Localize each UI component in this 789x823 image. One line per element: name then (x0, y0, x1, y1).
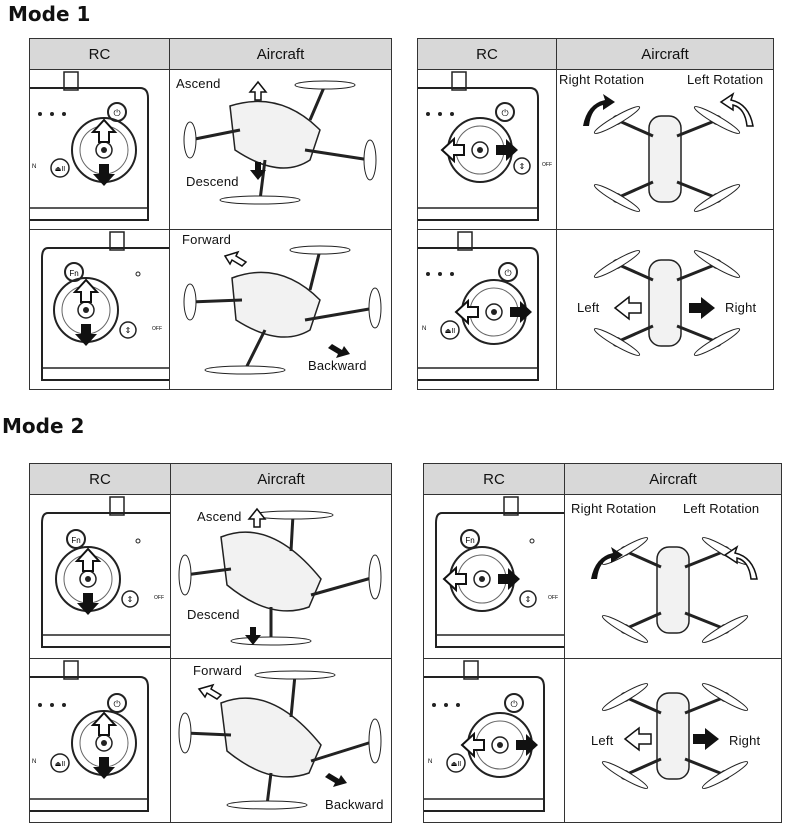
svg-text:⏏II: ⏏II (445, 328, 456, 335)
remote-controller-illustration: Fn ⇕ OFF (31, 231, 169, 389)
remote-controller-illustration: ⏻ ⏏II N (30, 71, 169, 229)
rc-column-header: RC (423, 463, 565, 495)
off-text: OFF (152, 326, 162, 332)
drone-side-view: Ascend Descend (171, 71, 391, 229)
fn-text: Fn (71, 536, 80, 545)
right-rotation-label: Right Rotation (571, 501, 657, 516)
drone-top-view: Right Rotation Left Rotation (566, 496, 781, 658)
svg-text:⏻: ⏻ (113, 108, 120, 119)
svg-text:⏏II: ⏏II (451, 761, 462, 768)
svg-text:N: N (428, 759, 432, 765)
rc-column-header: RC (417, 38, 557, 70)
aircraft-column-header: Aircraft (170, 463, 392, 495)
svg-text:N: N (32, 164, 36, 170)
left-rotation-label: Left Rotation (687, 72, 764, 87)
left-label: Left (591, 733, 614, 748)
mode-1-vertical-table: RC Aircraft ⏻ ⏏II (29, 38, 392, 390)
left-label: Left (577, 300, 600, 315)
rc-cell: ⏻ ⏏II N (29, 658, 171, 823)
mode-2-horizontal-table: RC Aircraft Fn ⇕ O (423, 463, 782, 823)
svg-text:⏻: ⏻ (510, 699, 517, 710)
aircraft-cell: Forward Backward (170, 658, 392, 823)
drone-side-view: Forward Backward (171, 231, 391, 389)
remote-controller-illustration: ⏻ ⏏II N (424, 660, 564, 822)
aircraft-cell: Right Rotation Left Rotation (564, 494, 782, 659)
aircraft-cell: Forward Backward (169, 229, 392, 390)
right-label: Right (725, 300, 757, 315)
aircraft-column-header: Aircraft (564, 463, 782, 495)
drone-top-view: Right Rotation Left Rotation (558, 71, 773, 229)
svg-text:N: N (32, 759, 36, 765)
remote-controller-illustration: ⏻ ⏏II N (418, 231, 556, 389)
fn-text: Fn (465, 536, 474, 545)
svg-text:⇕: ⇕ (519, 162, 526, 171)
off-text: OFF (542, 162, 552, 168)
fn-text: Fn (69, 269, 78, 278)
off-text: OFF (154, 595, 164, 601)
descend-label: Descend (187, 607, 240, 622)
svg-text:⏻: ⏻ (501, 108, 508, 119)
mode-2-title: Mode 2 (2, 414, 85, 438)
rc-column-header: RC (29, 463, 171, 495)
remote-controller-illustration: ⏻ ⏏II N (30, 660, 170, 822)
left-rotation-label: Left Rotation (683, 501, 760, 516)
aircraft-cell: Ascend Descend (170, 494, 392, 659)
backward-label: Backward (308, 358, 367, 373)
svg-text:⇕: ⇕ (525, 595, 532, 604)
svg-text:⏻: ⏻ (113, 699, 120, 710)
right-rotation-label: Right Rotation (559, 72, 645, 87)
mode-1-horizontal-table: RC Aircraft ⏻ ⇕ (417, 38, 774, 390)
forward-label: Forward (182, 232, 232, 247)
svg-text:⏏II: ⏏II (55, 166, 66, 173)
svg-text:⇕: ⇕ (127, 595, 134, 604)
aircraft-column-header: Aircraft (169, 38, 392, 70)
mode-2-vertical-table: RC Aircraft Fn ⇕ O (29, 463, 392, 823)
off-text: OFF (548, 595, 558, 601)
right-label: Right (729, 733, 761, 748)
rc-cell: ⏻ ⇕ OFF (417, 69, 557, 230)
ascend-label: Ascend (197, 509, 242, 524)
remote-controller-illustration: ⏻ ⇕ OFF (418, 71, 556, 229)
backward-label: Backward (325, 797, 384, 812)
ascend-label: Ascend (176, 76, 221, 91)
aircraft-cell: Left Right (556, 229, 774, 390)
aircraft-cell: Ascend Descend (169, 69, 392, 230)
rc-cell: ⏻ ⏏II N (417, 229, 557, 390)
aircraft-column-header: Aircraft (556, 38, 774, 70)
rc-cell: Fn ⇕ OFF (423, 494, 565, 659)
forward-label: Forward (193, 663, 243, 678)
descend-label: Descend (186, 174, 239, 189)
svg-text:⏻: ⏻ (504, 268, 511, 279)
rc-cell: Fn ⇕ OFF (29, 494, 171, 659)
svg-text:⏏II: ⏏II (55, 761, 66, 768)
rc-cell: ⏻ ⏏II N (29, 69, 170, 230)
drone-top-view: Left Right (558, 231, 773, 389)
drone-side-view: Ascend Descend (172, 496, 391, 658)
rc-cell: ⏻ ⏏II N (423, 658, 565, 823)
drone-side-view: Forward Backward (172, 660, 391, 822)
drone-top-view: Left Right (566, 660, 781, 822)
rc-column-header: RC (29, 38, 170, 70)
mode-1-title: Mode 1 (8, 2, 91, 26)
aircraft-cell: Left Right (564, 658, 782, 823)
rc-cell: Fn ⇕ OFF (29, 229, 170, 390)
svg-text:N: N (422, 326, 426, 332)
remote-controller-illustration: Fn ⇕ OFF (31, 496, 170, 658)
remote-controller-illustration: Fn ⇕ OFF (425, 496, 564, 658)
aircraft-cell: Right Rotation Left Rotation (556, 69, 774, 230)
svg-text:⇕: ⇕ (125, 326, 132, 335)
